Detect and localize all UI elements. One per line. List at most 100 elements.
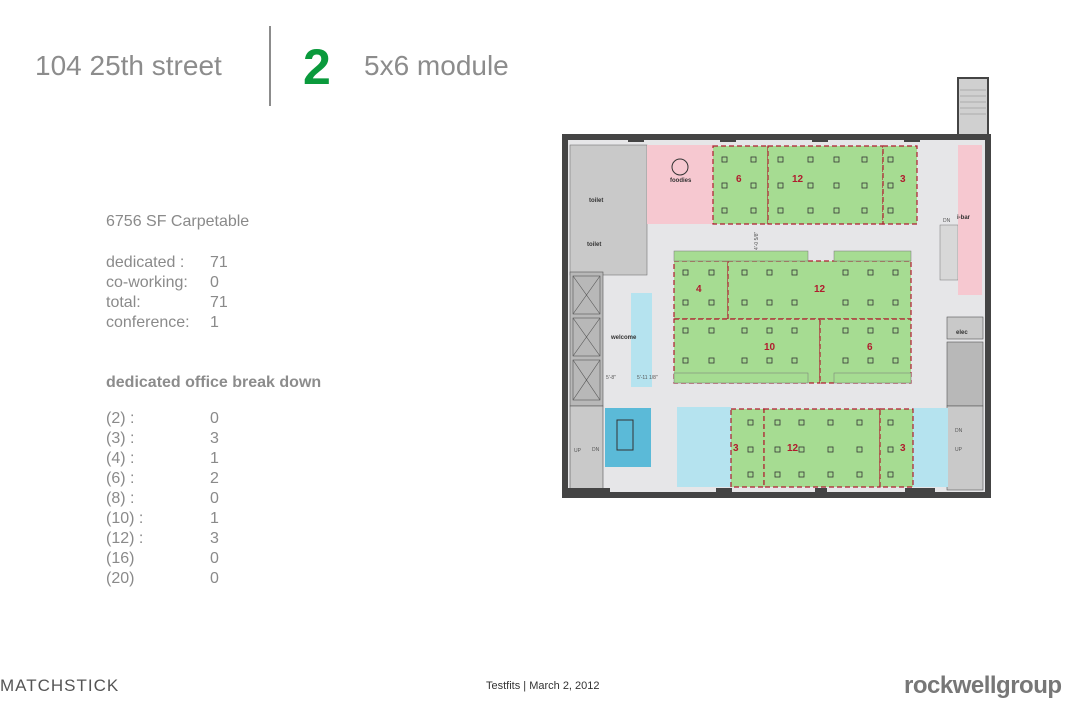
office-3 xyxy=(882,145,918,225)
breakdown-row: (2) :0 xyxy=(106,409,219,429)
breakdown-row: (4) :1 xyxy=(106,449,219,469)
office-12c xyxy=(763,408,881,488)
chair-icon xyxy=(887,156,894,163)
chair-icon xyxy=(741,299,748,306)
chair-icon xyxy=(833,156,840,163)
restroom-core xyxy=(569,144,648,276)
chair-icon xyxy=(892,299,899,306)
office-12 xyxy=(767,145,884,225)
office-3c xyxy=(879,408,914,488)
chair-icon xyxy=(747,419,754,426)
office-count: 3 xyxy=(733,443,739,454)
chair-icon xyxy=(708,357,715,364)
chair-icon xyxy=(827,471,834,478)
chair-icon xyxy=(741,357,748,364)
office-count: 10 xyxy=(764,342,776,353)
option-number: 2 xyxy=(303,39,331,95)
conference-table xyxy=(616,419,634,451)
breakdown-value: 0 xyxy=(210,570,219,587)
breakdown-row: (12) :3 xyxy=(106,529,219,549)
breakdown-title: dedicated office break down xyxy=(106,374,322,391)
chair-icon xyxy=(842,299,849,306)
label-dn: DN xyxy=(955,428,963,434)
title-divider xyxy=(269,26,271,106)
chair-icon xyxy=(827,446,834,453)
chair-icon xyxy=(708,269,715,276)
label-foodies: foodies xyxy=(670,178,692,184)
office-6 xyxy=(712,145,769,225)
stat-row: conference:1 xyxy=(106,313,219,333)
chair-icon xyxy=(807,207,814,214)
chair-icon xyxy=(861,182,868,189)
office-count: 6 xyxy=(736,174,742,185)
desk-strip xyxy=(673,250,809,262)
chair-icon xyxy=(721,182,728,189)
stat-label: dedicated : xyxy=(106,254,185,271)
breakdown-value: 1 xyxy=(210,510,219,527)
project-address: 104 25th street xyxy=(35,50,222,81)
chair-icon xyxy=(833,207,840,214)
chair-icon xyxy=(682,357,689,364)
chair-icon xyxy=(708,299,715,306)
breakdown-value: 1 xyxy=(210,450,219,467)
stat-label: conference: xyxy=(106,314,190,331)
dimension: 4'-0 5/8" xyxy=(754,231,760,250)
office-count: 6 xyxy=(867,342,873,353)
ibar-zone xyxy=(958,145,982,295)
office-12b xyxy=(727,260,912,320)
chair-icon xyxy=(682,327,689,334)
label-dn: DN xyxy=(592,447,600,453)
exterior-wall xyxy=(562,134,991,498)
chair-icon xyxy=(766,357,773,364)
label-up: UP xyxy=(574,448,582,454)
stat-row: co-working:0 xyxy=(106,273,219,293)
stat-row: total: 71 xyxy=(106,293,228,313)
breakdown-row: (3) :3 xyxy=(106,429,219,449)
chair-icon xyxy=(747,471,754,478)
chair-icon xyxy=(766,327,773,334)
chair-icon xyxy=(856,419,863,426)
label-dn: DN xyxy=(943,218,951,224)
breakdown-label: (2) : xyxy=(106,410,135,427)
office-count: 3 xyxy=(900,443,906,454)
stat-label: total: xyxy=(106,294,141,311)
chair-icon xyxy=(774,419,781,426)
label-ibar: i-bar xyxy=(957,215,971,221)
breakdown-row: (20)0 xyxy=(106,569,219,589)
chair-icon xyxy=(892,357,899,364)
office-count: 4 xyxy=(696,284,702,295)
elevator-right xyxy=(946,341,984,407)
chair-icon xyxy=(867,327,874,334)
chair-icon xyxy=(842,327,849,334)
breakdown-label: (8) : xyxy=(106,490,135,507)
office-count: 12 xyxy=(814,284,826,295)
office-count: 3 xyxy=(900,174,906,185)
elevator-bank xyxy=(569,271,604,407)
breakdown-value: 3 xyxy=(210,430,219,447)
chair-icon xyxy=(708,327,715,334)
dimension: 5'-11 1/8" xyxy=(637,375,658,381)
desk-strip xyxy=(673,372,809,384)
breakdown-label: (16) xyxy=(106,550,135,567)
desk-strip xyxy=(833,372,912,384)
breakdown-value: 0 xyxy=(210,550,219,567)
office-count: 12 xyxy=(787,443,799,454)
chair-icon xyxy=(791,299,798,306)
breakdown-row: (8) :0 xyxy=(106,489,219,509)
chair-icon xyxy=(741,327,748,334)
chair-icon xyxy=(750,207,757,214)
chair-icon xyxy=(887,419,894,426)
chair-icon xyxy=(833,182,840,189)
carpetable-area: 6756 SF Carpetable xyxy=(106,213,250,230)
stat-value: 71 xyxy=(210,294,228,311)
stat-value: 71 xyxy=(210,254,228,271)
chair-icon xyxy=(777,156,784,163)
chair-icon xyxy=(721,207,728,214)
chair-icon xyxy=(807,156,814,163)
breakdown-value: 2 xyxy=(210,470,219,487)
chair-icon xyxy=(856,471,863,478)
stat-value: 0 xyxy=(210,274,219,291)
matchstick-logo: MATCHSTICK xyxy=(0,676,120,695)
chair-icon xyxy=(861,207,868,214)
